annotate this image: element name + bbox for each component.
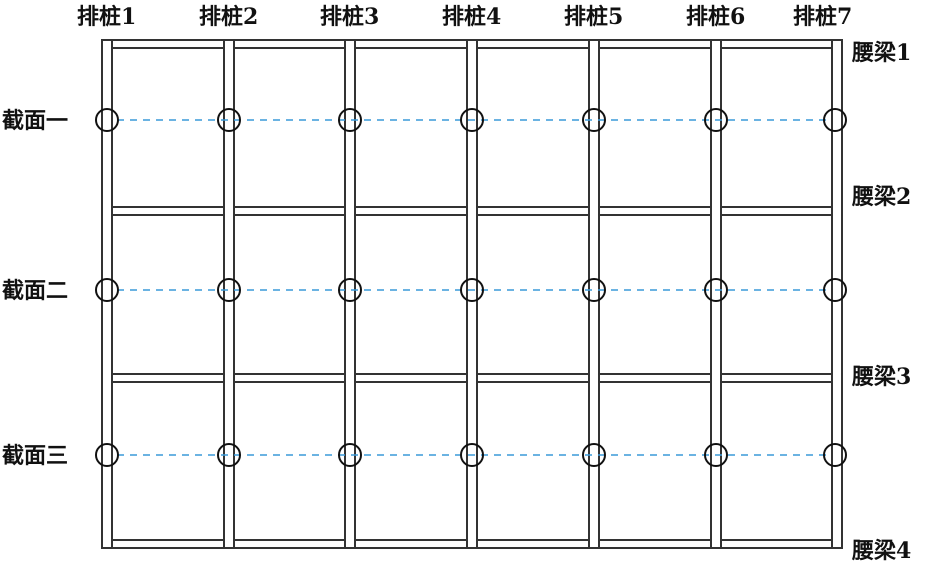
monitor-point-circle (217, 443, 241, 467)
monitor-point-circle (823, 278, 847, 302)
pile-label: 排桩5 (564, 4, 624, 30)
monitor-point-circle (338, 443, 362, 467)
beam-label: 腰梁3 (852, 364, 912, 390)
pile-3 (344, 39, 356, 549)
monitor-point-circle (217, 108, 241, 132)
pile-1 (101, 39, 113, 549)
monitor-point-circle (217, 278, 241, 302)
pile-label: 排桩7 (793, 4, 853, 30)
beam-label: 腰梁1 (852, 40, 912, 66)
monitor-point-circle (704, 108, 728, 132)
monitor-point-circle (823, 108, 847, 132)
pile-label: 排桩3 (320, 4, 380, 30)
monitor-point-circle (460, 443, 484, 467)
monitor-point-circle (338, 278, 362, 302)
pile-label: 排桩6 (686, 4, 746, 30)
monitor-point-circle (582, 108, 606, 132)
pile-7 (831, 39, 843, 549)
monitor-point-circle (704, 278, 728, 302)
pile-4 (466, 39, 478, 549)
section-label: 截面二 (2, 278, 69, 304)
monitor-point-circle (704, 443, 728, 467)
beam-label: 腰梁2 (852, 184, 912, 210)
monitor-point-circle (460, 278, 484, 302)
monitor-point-circle (95, 108, 119, 132)
pile-label: 排桩1 (77, 4, 137, 30)
monitor-point-circle (95, 443, 119, 467)
monitor-point-circle (95, 278, 119, 302)
pile-label: 排桩2 (199, 4, 259, 30)
monitor-point-circle (338, 108, 362, 132)
pile-6 (710, 39, 722, 549)
section-label: 截面三 (2, 443, 69, 469)
section-label: 截面一 (2, 108, 69, 134)
pile-5 (588, 39, 600, 549)
monitor-point-circle (582, 443, 606, 467)
monitor-point-circle (460, 108, 484, 132)
monitor-point-circle (582, 278, 606, 302)
beam-label: 腰梁4 (852, 538, 912, 564)
pile-label: 排桩4 (442, 4, 502, 30)
monitor-point-circle (823, 443, 847, 467)
pile-2 (223, 39, 235, 549)
